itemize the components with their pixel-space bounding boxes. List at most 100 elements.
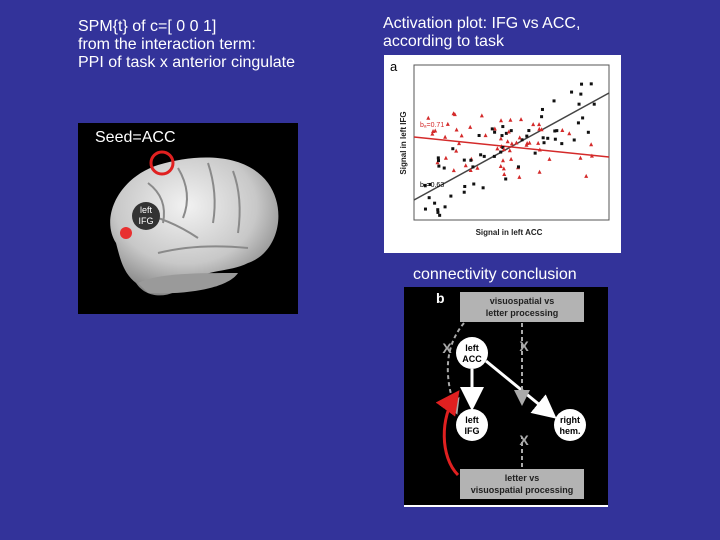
red-point [537, 126, 542, 131]
x-axis-label: Signal in left ACC [476, 228, 543, 237]
red-point [479, 113, 484, 118]
black-point [437, 164, 441, 168]
black-point [472, 182, 476, 186]
red-point [567, 131, 572, 136]
acc-node [456, 337, 488, 369]
red-point [505, 139, 510, 144]
black-point [581, 116, 585, 120]
ifg-marker [132, 202, 160, 230]
red-point [495, 146, 500, 151]
red-point [537, 147, 542, 152]
black-point [592, 102, 596, 106]
red-point [468, 168, 473, 173]
red-point [508, 117, 513, 122]
black-point [438, 213, 442, 217]
black-point [570, 90, 574, 94]
red-point [451, 111, 456, 116]
region-label-ifg: IFG [139, 216, 154, 226]
bottom-box-line-2: visuospatial processing [471, 485, 574, 495]
black-point [546, 136, 550, 140]
blocked-x-bottom: X [519, 432, 529, 448]
red-point [454, 148, 459, 153]
red-point [451, 168, 456, 173]
red-point [500, 158, 505, 163]
diagram-svg: b visuospatial vs letter processing lett… [404, 290, 608, 507]
black-point [471, 165, 475, 169]
red-point [431, 129, 436, 134]
black-point [533, 151, 537, 155]
ifg-node-line-1: left [465, 415, 479, 425]
top-condition-box [460, 292, 584, 322]
black-point [437, 159, 441, 163]
interaction-caption: SPM{t} of c=[ 0 0 1] from the interactio… [78, 18, 295, 72]
acc-node-line-2: ACC [462, 354, 482, 364]
red-point [468, 124, 473, 129]
black-point [482, 154, 486, 158]
plot-panel-letter: a [390, 59, 398, 74]
right-node-line-2: hem. [559, 426, 580, 436]
black-point [500, 134, 504, 138]
red-point [524, 142, 529, 147]
red-point [483, 133, 488, 138]
red-point [502, 172, 507, 177]
red-point [507, 148, 512, 153]
ifg-node-line-2: IFG [465, 426, 480, 436]
black-point [560, 142, 564, 146]
top-box-line-1: visuospatial vs [490, 296, 555, 306]
right-node-line-1: right [560, 415, 580, 425]
black-point [501, 125, 505, 129]
black-point [555, 129, 559, 133]
black-point [553, 137, 557, 141]
blocked-x-left: X [442, 340, 452, 356]
red-point [499, 118, 504, 123]
caption-line: PPI of task x anterior cingulate [78, 54, 295, 71]
black-point [553, 129, 557, 133]
black-point [436, 208, 440, 212]
black-point [520, 138, 524, 142]
black-point [449, 194, 453, 198]
black-point [428, 182, 432, 186]
brain-render: left IFG [110, 150, 279, 296]
red-point [560, 128, 565, 133]
red-point [527, 140, 532, 145]
red-point [463, 163, 468, 168]
seed-acc-circle [149, 150, 175, 176]
black-point [586, 130, 590, 134]
red-point [475, 165, 480, 170]
red-slope-annotation: bₐ=0.71 [420, 122, 444, 129]
red-point [430, 131, 435, 136]
black-point [501, 145, 505, 149]
black-point [552, 99, 556, 103]
black-point [462, 190, 466, 194]
red-point [517, 174, 522, 179]
region-label-left: left [140, 205, 153, 215]
black-point [541, 136, 545, 140]
black-point [540, 115, 544, 119]
black-point [572, 138, 576, 142]
black-point [427, 196, 431, 200]
black-point [576, 121, 580, 125]
red-point [501, 166, 506, 171]
red-point [589, 153, 594, 158]
red-point [498, 136, 503, 141]
red-point [457, 141, 462, 146]
top-box-line-2: letter processing [486, 308, 559, 318]
black-point [477, 133, 481, 137]
black-point [493, 130, 497, 134]
right-hem-node [554, 409, 586, 441]
black-point [469, 158, 473, 162]
black-point [463, 184, 467, 188]
black-point [509, 129, 513, 133]
black-point [504, 131, 508, 135]
red-point [498, 163, 503, 168]
red-point [443, 134, 448, 139]
red-point [506, 129, 511, 134]
scatter-svg: a bₐ=0.71 bₐ=0.63 Signal in left ACC Sig… [390, 59, 610, 237]
black-point [490, 127, 494, 131]
red-point [426, 115, 431, 120]
connectivity-diagram: b visuospatial vs letter processing lett… [404, 287, 608, 507]
black-point [589, 82, 593, 86]
black-point [516, 165, 520, 169]
black-point [499, 150, 503, 154]
black-point [579, 92, 583, 96]
